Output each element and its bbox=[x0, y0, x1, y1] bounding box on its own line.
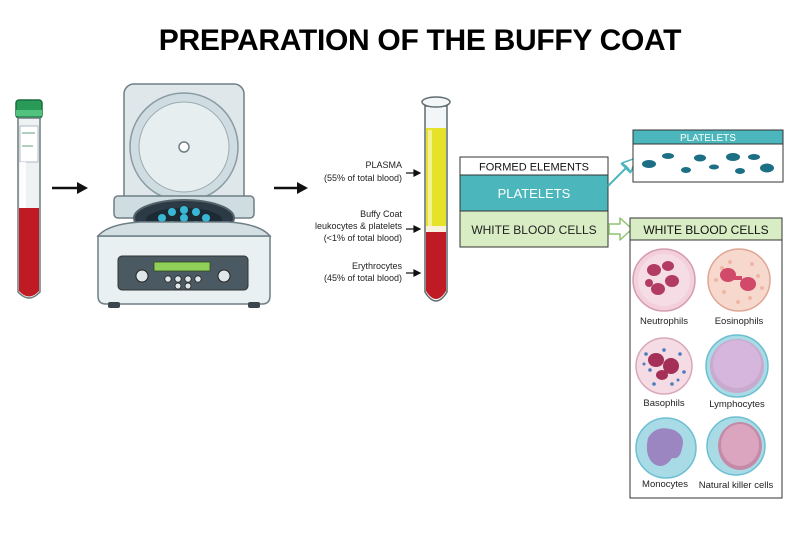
formed-elements-header: FORMED ELEMENTS bbox=[479, 162, 589, 174]
eosinophils-label: Eosinophils bbox=[715, 316, 764, 327]
pointer-arrows bbox=[406, 169, 422, 277]
centrifuge-icon bbox=[96, 83, 272, 308]
formed-wbc-label: WHITE BLOOD CELLS bbox=[471, 223, 596, 237]
monocytes-label: Monocytes bbox=[642, 479, 688, 490]
basophils-label: Basophils bbox=[643, 398, 684, 409]
buffy-coat-description: leukocytes & platelets bbox=[315, 221, 403, 231]
formed-platelets-label: PLATELETS bbox=[498, 186, 571, 201]
arrow-right-icon bbox=[52, 182, 88, 194]
tube-label-buffy: Buffy Coat leukocytes & platelets (<1% o… bbox=[315, 209, 403, 243]
plasma-label: PLASMA bbox=[365, 160, 402, 170]
platelet-shapes bbox=[642, 153, 774, 174]
arrow-to-platelets-icon bbox=[607, 157, 637, 187]
lymphocyte-icon bbox=[705, 334, 769, 398]
natural-killer-cell-icon bbox=[706, 416, 766, 476]
page-title: PREPARATION OF THE BUFFY COAT bbox=[159, 24, 681, 57]
arrow-right-icon bbox=[274, 182, 308, 194]
erythrocytes-percent: (45% of total blood) bbox=[324, 273, 402, 283]
natural-killer-cells-label: Natural killer cells bbox=[699, 480, 774, 491]
blood-tube-icon bbox=[15, 99, 43, 299]
buffy-coat-label: Buffy Coat bbox=[360, 209, 402, 219]
basophil-icon bbox=[635, 337, 693, 395]
lymphocytes-label: Lymphocytes bbox=[709, 399, 765, 410]
arrow-to-wbc-icon bbox=[608, 217, 633, 241]
wbc-panel: WHITE BLOOD CELLS Neutrophils bbox=[629, 217, 783, 499]
neutrophil-icon bbox=[632, 248, 696, 312]
tube-label-erythrocytes: Erythrocytes (45% of total blood) bbox=[324, 261, 403, 283]
separated-tube-icon bbox=[421, 96, 451, 302]
platelets-panel: PLATELETS bbox=[632, 129, 784, 183]
plasma-percent: (55% of total blood) bbox=[324, 173, 402, 183]
erythrocytes-label: Erythrocytes bbox=[352, 261, 403, 271]
eosinophil-icon bbox=[707, 248, 771, 312]
wbc-panel-header: WHITE BLOOD CELLS bbox=[643, 223, 768, 237]
monocyte-icon bbox=[635, 417, 697, 479]
platelets-panel-header: PLATELETS bbox=[680, 133, 736, 144]
neutrophils-label: Neutrophils bbox=[640, 316, 688, 327]
tube-label-plasma: PLASMA (55% of total blood) bbox=[324, 160, 402, 183]
formed-elements-panel: FORMED ELEMENTS PLATELETS WHITE BLOOD CE… bbox=[459, 156, 609, 248]
buffy-coat-percent: (<1% of total blood) bbox=[324, 233, 402, 243]
